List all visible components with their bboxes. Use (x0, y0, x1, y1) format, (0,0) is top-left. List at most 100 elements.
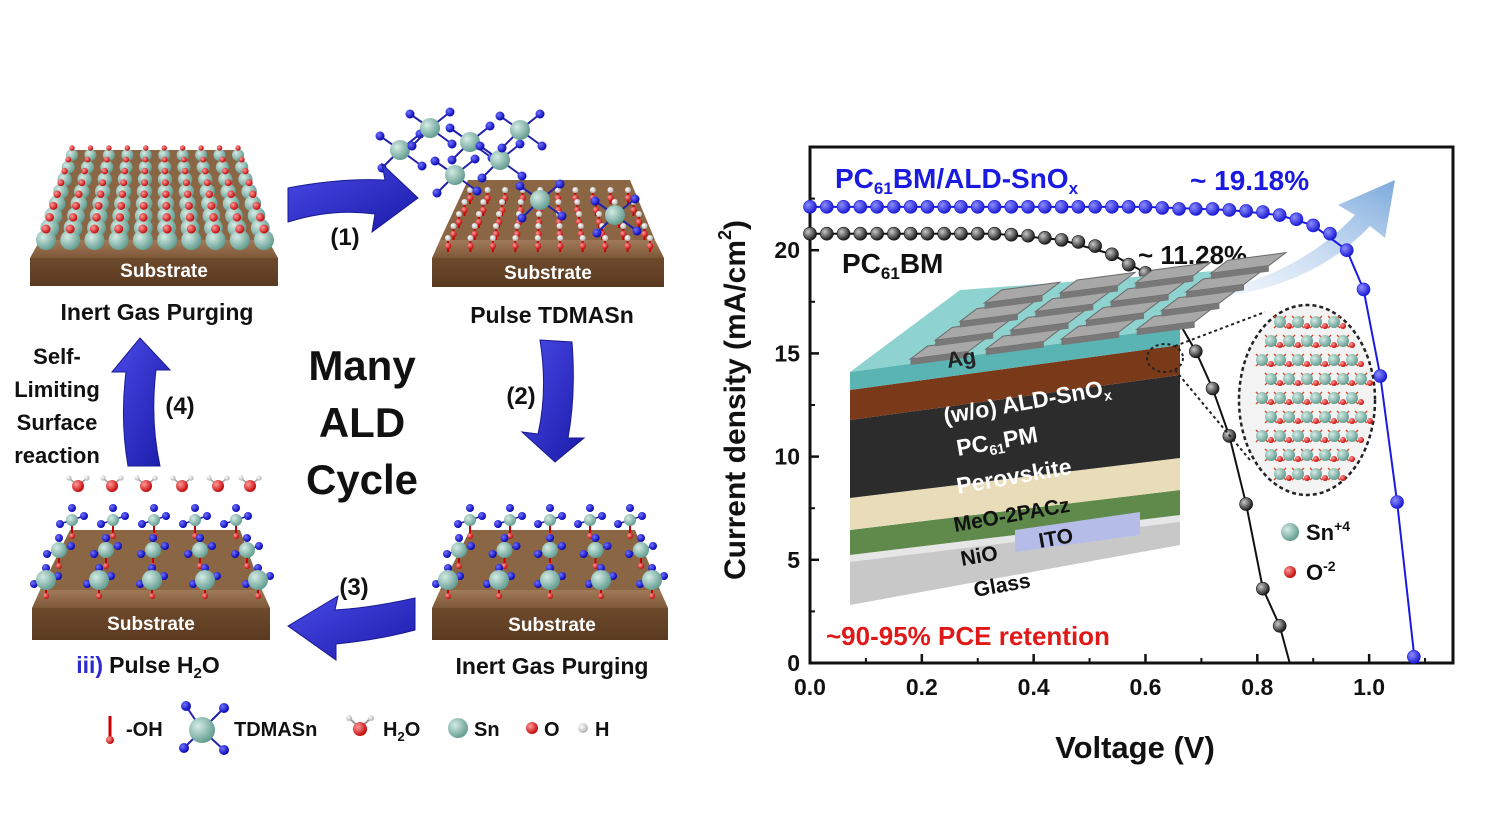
o-atom (630, 206, 637, 214)
n-atom (534, 520, 542, 528)
n-atom (590, 196, 600, 206)
o-atom (139, 213, 148, 222)
n-atom (497, 143, 507, 153)
h-atom (596, 211, 602, 217)
data-point (903, 200, 918, 214)
o-atom (124, 145, 131, 151)
h-atom (238, 475, 244, 481)
sn-atom (158, 149, 171, 161)
n-atom (534, 550, 542, 558)
n-atom (138, 520, 146, 528)
n-atom (518, 512, 526, 520)
arrow-step-4 (110, 337, 172, 467)
series-label-ref: PC61BM (842, 248, 943, 283)
arrow-step-2 (520, 339, 586, 463)
sn-atom (1292, 316, 1304, 328)
n-atom (405, 109, 415, 119)
n-atom (472, 186, 482, 196)
data-point (1155, 201, 1170, 215)
o-atom (161, 156, 168, 163)
o-atom (1358, 399, 1364, 405)
ag-pad-edge (1061, 331, 1120, 346)
o-atom (547, 593, 553, 599)
o-atom (624, 242, 631, 250)
n-atom (266, 572, 274, 580)
layer-pcbm (850, 345, 1180, 420)
sn-atom (542, 542, 558, 558)
data-point (920, 200, 935, 214)
inset-legend-o: O-2 (1306, 558, 1336, 585)
legend-h: H (595, 719, 609, 741)
o-atom (252, 201, 261, 210)
h-atom (492, 223, 499, 229)
o-atom (72, 480, 84, 492)
data-point (1038, 200, 1052, 214)
sn-atom (587, 542, 604, 558)
data-point (887, 226, 901, 241)
n-atom (445, 107, 455, 117)
n-atom (242, 580, 250, 588)
n-atom (467, 542, 475, 550)
o-atom (255, 593, 261, 599)
o-atom (161, 145, 167, 151)
h-atom (557, 235, 564, 241)
y-tick-label: 15 (774, 340, 800, 366)
data-point (1339, 243, 1354, 257)
h-atom (536, 211, 542, 217)
data-point (1021, 228, 1035, 243)
o-atom (1331, 418, 1337, 424)
o-atom (496, 593, 502, 599)
h-atom (461, 199, 468, 205)
h-atom (445, 235, 451, 241)
n-atom (454, 520, 462, 528)
o-atom (96, 190, 105, 199)
data-point (1323, 226, 1337, 241)
sn-atom (189, 514, 201, 526)
self-limiting-line-2: Limiting (14, 377, 100, 402)
sn-atom (1283, 411, 1295, 423)
o-atom (141, 167, 149, 175)
sn-atom (624, 514, 636, 526)
n-atom (432, 188, 442, 198)
o-atom (161, 167, 169, 175)
x-tick-label: 0.0 (794, 674, 826, 700)
h-atom (450, 223, 457, 229)
sn-atom (1328, 316, 1340, 328)
n-atom (162, 512, 170, 520)
h-atom (496, 211, 502, 217)
n-atom (456, 572, 464, 580)
n-atom (407, 141, 417, 151)
n-atom (148, 564, 156, 572)
sn-atom (1328, 392, 1340, 404)
h-atom (152, 475, 158, 481)
x-axis-label: Voltage (V) (1055, 730, 1215, 765)
o-atom (61, 167, 68, 175)
o-atom (142, 156, 149, 163)
n-atom (614, 520, 622, 528)
n-atom (475, 141, 485, 151)
data-point (1105, 200, 1119, 214)
n-atom (507, 572, 515, 580)
inset-label-ag: Ag (945, 343, 978, 373)
h-atom (641, 223, 648, 229)
x-tick-label: 0.2 (906, 674, 938, 700)
data-point (1071, 200, 1086, 214)
data-point (1004, 200, 1019, 214)
n-atom (579, 550, 588, 558)
o-atom (216, 145, 223, 151)
data-point (1289, 212, 1304, 227)
sn-atom (1337, 411, 1349, 423)
ald-cycle-schematic: Substrate Substrate Substrate Substrate (14, 107, 668, 755)
sn-atom (1274, 468, 1286, 480)
o-atom (185, 213, 195, 222)
ag-pad-edge (1060, 285, 1118, 299)
h-atom (602, 235, 609, 241)
ag-pad (1058, 271, 1137, 294)
o-atom (162, 201, 171, 210)
n-atom (375, 131, 385, 141)
o-atom (149, 593, 155, 599)
h-icon (578, 723, 588, 733)
o-atom (1349, 418, 1355, 424)
o-atom (120, 179, 128, 187)
o-atom (84, 156, 91, 163)
